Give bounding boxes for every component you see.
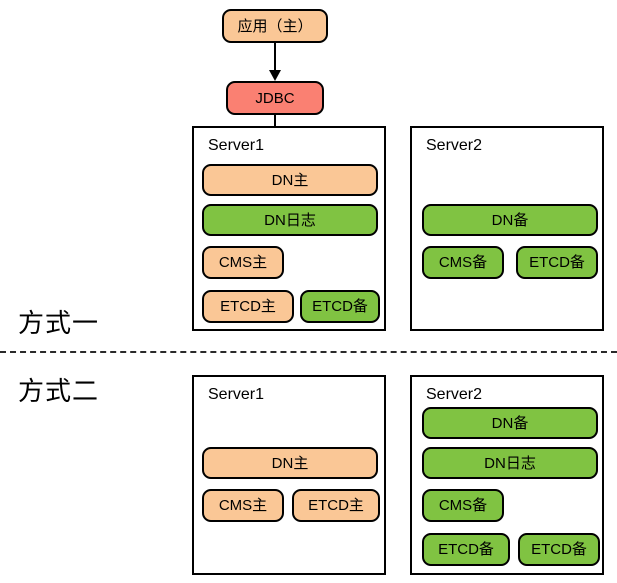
- server-title-server1-top: Server1: [208, 137, 265, 154]
- connector-app-to-jdbc-arrowhead: [269, 70, 281, 81]
- node-dn-master-server1-top[interactable]: DN主: [202, 164, 378, 196]
- node-cms-standby-server2-bottom[interactable]: CMS备: [422, 489, 504, 522]
- server-box-server2-top: Server2 DN备 CMS备 ETCD备: [410, 126, 604, 331]
- section-divider: [0, 351, 617, 353]
- node-dn-standby-server2-top[interactable]: DN备: [422, 204, 598, 236]
- server-box-server1-bottom: Server1 DN主 CMS主 ETCD主: [192, 375, 386, 575]
- node-etcd-standby-server2-top[interactable]: ETCD备: [516, 246, 598, 279]
- node-jdbc[interactable]: JDBC: [226, 81, 324, 115]
- section-label-mode-1: 方式一: [18, 309, 100, 339]
- node-cms-master-server1-bottom[interactable]: CMS主: [202, 489, 284, 522]
- node-cms-standby-server2-top[interactable]: CMS备: [422, 246, 504, 279]
- section-label-mode-2: 方式二: [18, 377, 100, 407]
- node-etcd-master-server1-top[interactable]: ETCD主: [202, 290, 294, 323]
- node-etcd-standby-1-server2-bottom[interactable]: ETCD备: [422, 533, 510, 566]
- server-title-server1-bottom: Server1: [208, 386, 265, 403]
- node-dn-standby-server2-bottom[interactable]: DN备: [422, 407, 598, 439]
- node-etcd-standby-2-server2-bottom[interactable]: ETCD备: [518, 533, 600, 566]
- server-box-server1-top: Server1 DN主 DN日志 CMS主 ETCD主 ETCD备: [192, 126, 386, 331]
- node-etcd-master-server1-bottom[interactable]: ETCD主: [292, 489, 380, 522]
- node-dn-log-server2-bottom[interactable]: DN日志: [422, 447, 598, 479]
- node-dn-master-server1-bottom[interactable]: DN主: [202, 447, 378, 479]
- server-title-server2-bottom: Server2: [426, 386, 483, 403]
- node-dn-log-server1-top[interactable]: DN日志: [202, 204, 378, 236]
- node-etcd-standby-server1-top[interactable]: ETCD备: [300, 290, 380, 323]
- server-box-server2-bottom: Server2 DN备 DN日志 CMS备 ETCD备 ETCD备: [410, 375, 604, 575]
- server-title-server2-top: Server2: [426, 137, 483, 154]
- node-app-master[interactable]: 应用（主）: [222, 9, 328, 43]
- node-cms-master-server1-top[interactable]: CMS主: [202, 246, 284, 279]
